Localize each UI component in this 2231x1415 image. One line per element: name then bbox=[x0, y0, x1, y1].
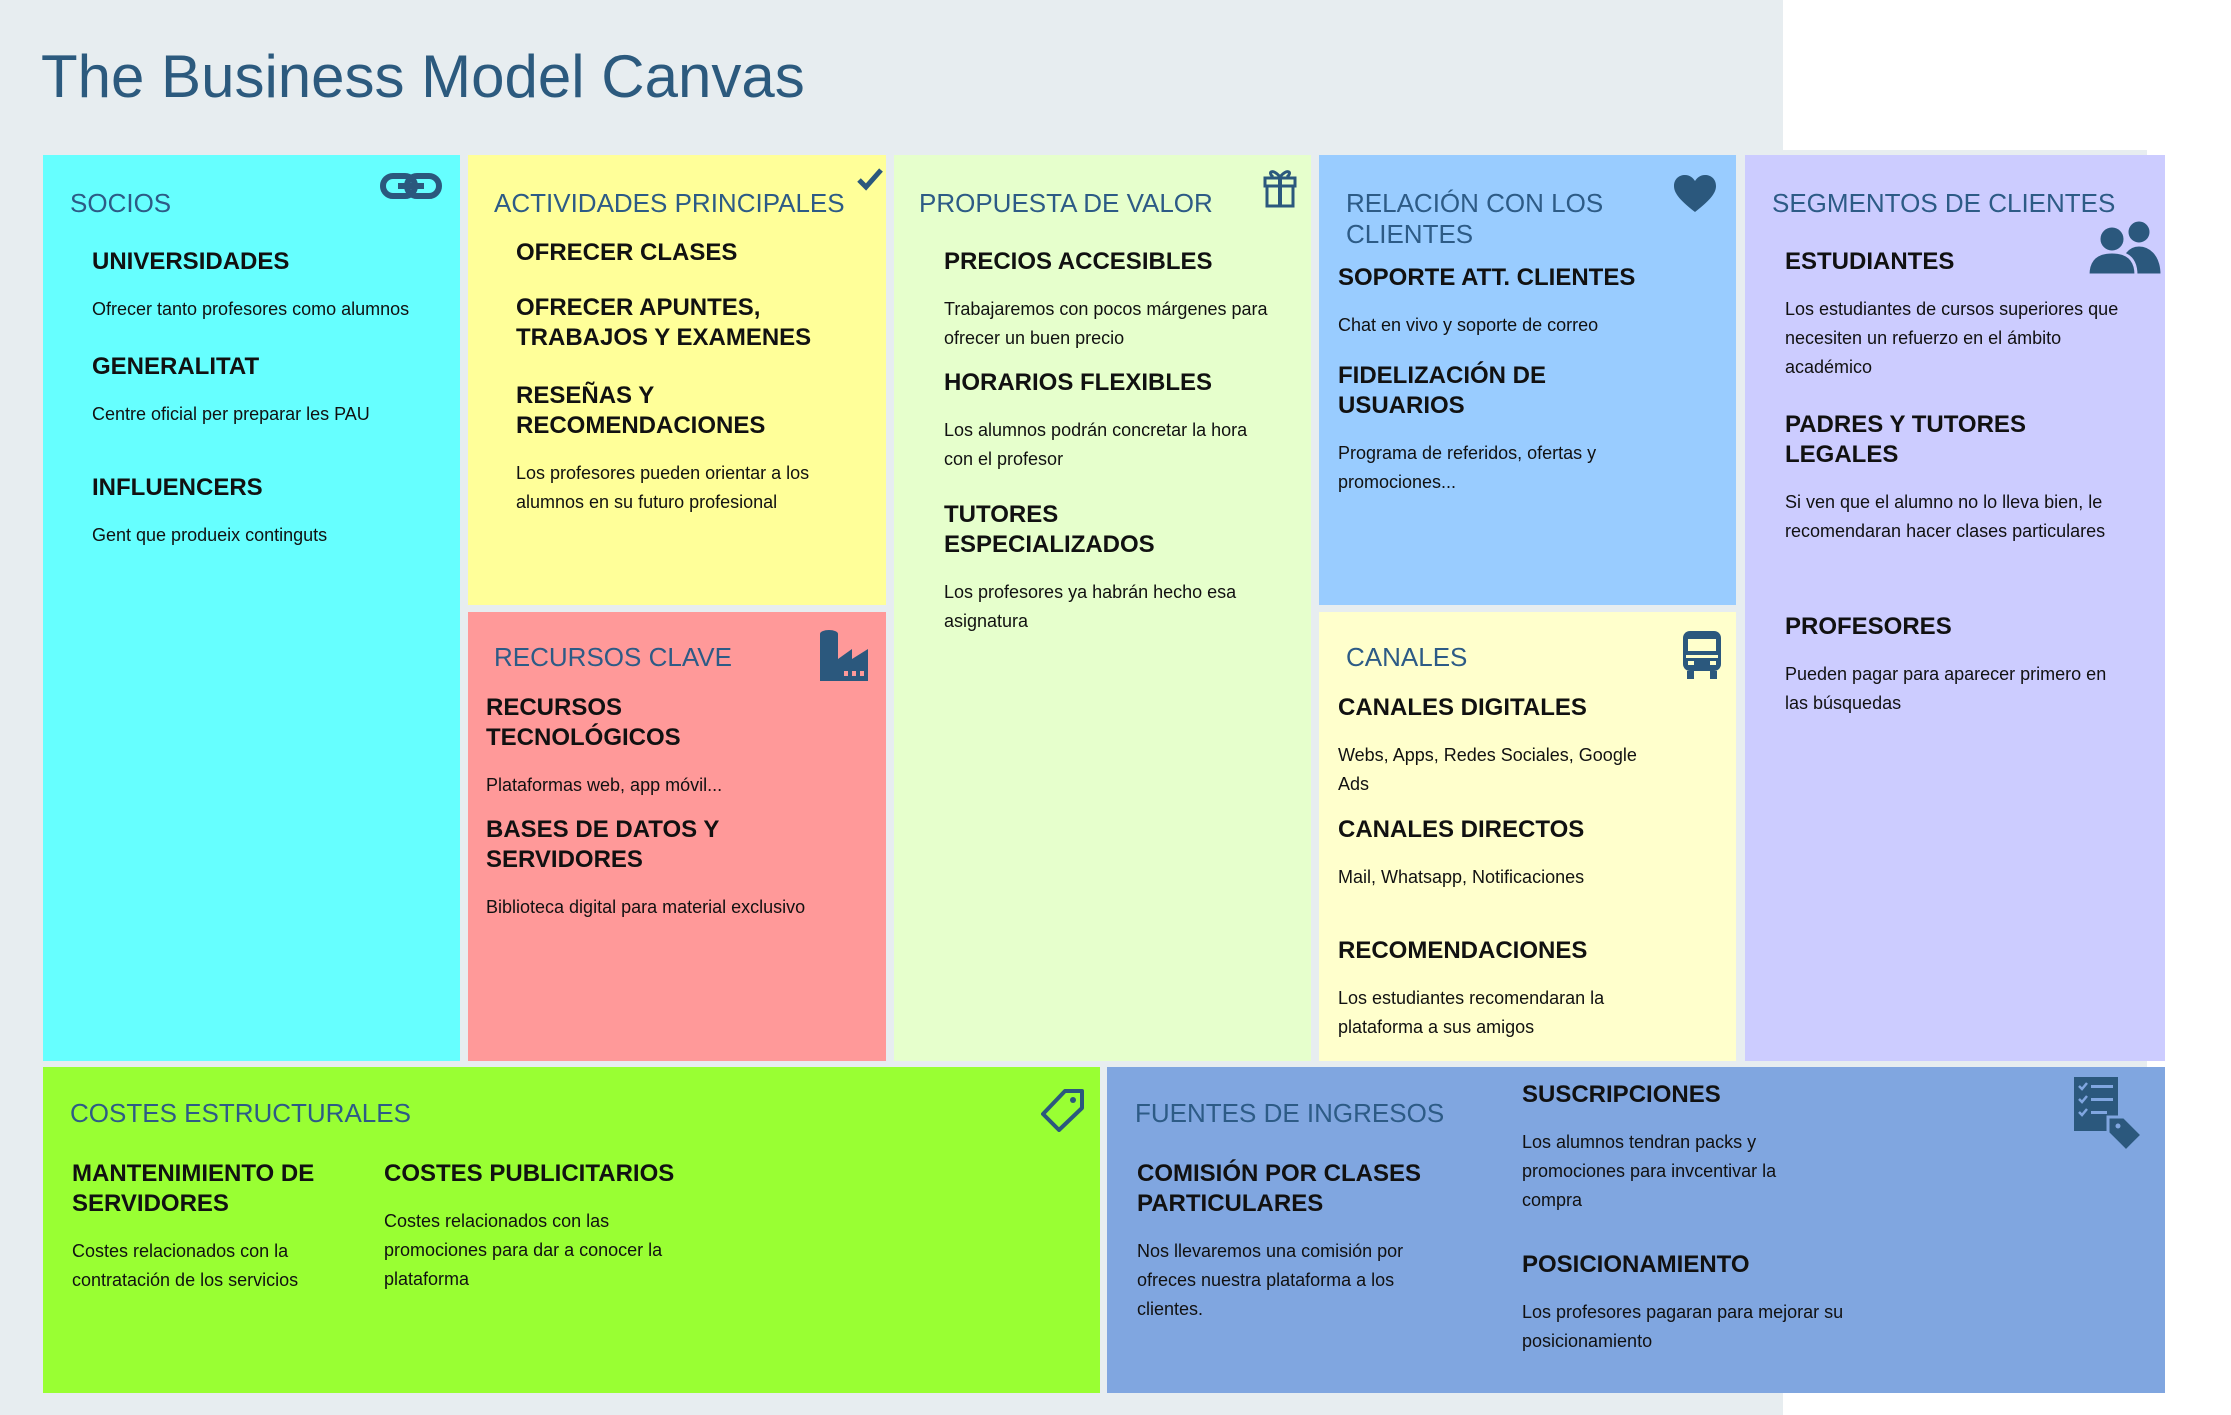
item-heading: RESEÑAS Y RECOMENDACIONES bbox=[516, 382, 766, 439]
item-heading: POSICIONAMIENTO bbox=[1522, 1251, 1750, 1278]
item-text: Los profesores ya habrán hecho esa asign… bbox=[944, 582, 1237, 631]
block-segmentos: SEGMENTOS DE CLIENTES ESTUDIANTES Los es… bbox=[1745, 155, 2165, 1061]
item-heading: MANTENIMIENTO DE SERVIDORES bbox=[72, 1160, 315, 1217]
item-text: Nos llevaremos una comisión por ofreces … bbox=[1137, 1241, 1404, 1319]
actividades-item-1: OFRECER CLASES bbox=[516, 238, 866, 286]
canales-item-3: RECOMENDACIONES Los estudiantes recomend… bbox=[1338, 936, 1678, 1042]
price-list-icon bbox=[2074, 1077, 2144, 1151]
block-recursos: RECURSOS CLAVE RECURSOS TECNOLÓGICOS Pla… bbox=[468, 612, 886, 1061]
item-text: Plataformas web, app móvil... bbox=[486, 775, 723, 795]
actividades-item-2: OFRECER APUNTES, TRABAJOS Y EXAMENES bbox=[516, 293, 846, 371]
block-fuentes: FUENTES DE INGRESOS COMISIÓN POR CLASES … bbox=[1107, 1067, 2165, 1393]
item-heading: PROFESORES bbox=[1785, 613, 1952, 640]
segmentos-item-2: PADRES Y TUTORES LEGALES Si ven que el a… bbox=[1785, 410, 2125, 546]
item-text: Centre oficial per preparar les PAU bbox=[92, 404, 370, 424]
item-text: Los alumnos tendran packs y promociones … bbox=[1522, 1132, 1777, 1210]
block-title: FUENTES DE INGRESOS bbox=[1135, 1098, 1445, 1128]
segmentos-item-1: ESTUDIANTES Los estudiantes de cursos su… bbox=[1785, 247, 2125, 382]
factory-icon bbox=[820, 630, 868, 681]
item-text: Los profesores pagaran para mejorar su p… bbox=[1522, 1302, 1844, 1351]
relacion-item-1: SOPORTE ATT. CLIENTES Chat en vivo y sop… bbox=[1338, 263, 1678, 340]
item-heading: TUTORES ESPECIALIZADOS bbox=[944, 501, 1155, 558]
heart-icon bbox=[1674, 175, 1716, 212]
relacion-item-2: FIDELIZACIÓN DE USUARIOS Programa de ref… bbox=[1338, 361, 1638, 497]
item-heading: OFRECER CLASES bbox=[516, 239, 738, 266]
truck-icon bbox=[1683, 631, 1721, 679]
item-text: Programa de referidos, ofertas y promoci… bbox=[1338, 443, 1597, 492]
item-text: Los estudiantes recomendaran la platafor… bbox=[1338, 988, 1605, 1037]
block-title: RECURSOS CLAVE bbox=[494, 642, 732, 672]
item-heading: PRECIOS ACCESIBLES bbox=[944, 248, 1213, 275]
block-title: RELACIÓN CON LOS CLIENTES bbox=[1346, 188, 1604, 249]
costes-item-1: MANTENIMIENTO DE SERVIDORES Costes relac… bbox=[72, 1159, 342, 1295]
socios-item-1: UNIVERSIDADES Ofrecer tanto profesores c… bbox=[92, 247, 442, 324]
block-title: PROPUESTA DE VALOR bbox=[919, 188, 1213, 218]
socios-item-2: GENERALITAT Centre oficial per preparar … bbox=[92, 352, 442, 429]
item-heading: COMISIÓN POR CLASES PARTICULARES bbox=[1137, 1160, 1422, 1217]
block-title: CANALES bbox=[1346, 642, 1468, 672]
item-heading: OFRECER APUNTES, TRABAJOS Y EXAMENES bbox=[516, 294, 812, 351]
item-heading: UNIVERSIDADES bbox=[92, 248, 290, 275]
item-text: Costes relacionados con la contratación … bbox=[72, 1241, 299, 1290]
item-text: Webs, Apps, Redes Sociales, Google Ads bbox=[1338, 745, 1637, 794]
item-heading: BASES DE DATOS Y SERVIDORES bbox=[486, 816, 719, 873]
propuesta-item-1: PRECIOS ACCESIBLES Trabajaremos con poco… bbox=[944, 247, 1274, 353]
block-title: SEGMENTOS DE CLIENTES bbox=[1772, 188, 2116, 218]
item-text: Si ven que el alumno no lo lleva bien, l… bbox=[1785, 492, 2106, 541]
item-heading: RECOMENDACIONES bbox=[1338, 937, 1588, 964]
item-text: Ofrecer tanto profesores como alumnos bbox=[92, 299, 410, 319]
item-text: Los profesores pueden orientar a los alu… bbox=[516, 463, 810, 512]
item-heading: SOPORTE ATT. CLIENTES bbox=[1338, 264, 1636, 291]
block-title: COSTES ESTRUCTURALES bbox=[70, 1098, 411, 1128]
block-canales: CANALES CANALES DIGITALES Webs, Apps, Re… bbox=[1319, 612, 1736, 1061]
block-propuesta: PROPUESTA DE VALOR PRECIOS ACCESIBLES Tr… bbox=[894, 155, 1311, 1061]
item-text: Chat en vivo y soporte de correo bbox=[1338, 315, 1599, 335]
propuesta-item-3: TUTORES ESPECIALIZADOS Los profesores ya… bbox=[944, 500, 1274, 636]
item-heading: PADRES Y TUTORES LEGALES bbox=[1785, 411, 2026, 468]
costes-item-2: COSTES PUBLICITARIOS Costes relacionados… bbox=[384, 1159, 684, 1294]
item-heading: FIDELIZACIÓN DE USUARIOS bbox=[1338, 362, 1546, 419]
fuentes-item-3: POSICIONAMIENTO Los profesores pagaran p… bbox=[1522, 1250, 1852, 1356]
item-heading: HORARIOS FLEXIBLES bbox=[944, 369, 1213, 396]
propuesta-item-2: HORARIOS FLEXIBLES Los alumnos podrán co… bbox=[944, 368, 1274, 474]
item-heading: RECURSOS TECNOLÓGICOS bbox=[486, 694, 681, 751]
item-text: Costes relacionados con las promociones … bbox=[384, 1211, 663, 1289]
link-icon bbox=[380, 173, 442, 199]
block-title: SOCIOS bbox=[70, 188, 172, 218]
item-heading: INFLUENCERS bbox=[92, 474, 263, 501]
socios-item-3: INFLUENCERS Gent que produeix continguts bbox=[92, 473, 442, 550]
block-actividades: ACTIVIDADES PRINCIPALES OFRECER CLASES O… bbox=[468, 155, 886, 605]
block-title: ACTIVIDADES PRINCIPALES bbox=[494, 188, 845, 218]
canales-item-2: CANALES DIRECTOS Mail, Whatsapp, Notific… bbox=[1338, 815, 1678, 892]
item-heading: COSTES PUBLICITARIOS bbox=[384, 1160, 675, 1187]
item-heading: ESTUDIANTES bbox=[1785, 248, 1955, 275]
item-text: Gent que produeix continguts bbox=[92, 525, 328, 545]
recursos-item-1: RECURSOS TECNOLÓGICOS Plataformas web, a… bbox=[486, 693, 806, 800]
block-socios: SOCIOS UNIVERSIDADES Ofrecer tanto profe… bbox=[43, 155, 460, 1061]
item-text: Trabajaremos con pocos márgenes para ofr… bbox=[944, 299, 1268, 348]
item-text: Los estudiantes de cursos superiores que… bbox=[1785, 299, 2119, 377]
item-heading: GENERALITAT bbox=[92, 353, 260, 380]
segmentos-item-3: PROFESORES Pueden pagar para aparecer pr… bbox=[1785, 612, 2125, 718]
item-text: Pueden pagar para aparecer primero en la… bbox=[1785, 664, 2107, 713]
price-tag-icon bbox=[1041, 1089, 1084, 1132]
fuentes-item-2: SUSCRIPCIONES Los alumnos tendran packs … bbox=[1522, 1080, 1822, 1215]
checkmark-icon bbox=[857, 168, 883, 191]
users-icon bbox=[2087, 218, 2164, 275]
item-text: Biblioteca digital para material exclusi… bbox=[486, 897, 806, 917]
item-text: Los alumnos podrán concretar la hora con… bbox=[944, 420, 1248, 469]
gift-icon bbox=[1263, 170, 1297, 208]
block-costes: COSTES ESTRUCTURALES MANTENIMIENTO DE SE… bbox=[43, 1067, 1100, 1393]
recursos-item-2: BASES DE DATOS Y SERVIDORES Biblioteca d… bbox=[486, 815, 806, 922]
item-text: Mail, Whatsapp, Notificaciones bbox=[1338, 867, 1585, 887]
item-heading: CANALES DIRECTOS bbox=[1338, 816, 1585, 843]
item-heading: CANALES DIGITALES bbox=[1338, 694, 1587, 721]
block-relacion: RELACIÓN CON LOS CLIENTES SOPORTE ATT. C… bbox=[1319, 155, 1736, 605]
item-heading: SUSCRIPCIONES bbox=[1522, 1081, 1721, 1108]
canales-item-1: CANALES DIGITALES Webs, Apps, Redes Soci… bbox=[1338, 693, 1658, 799]
actividades-item-3: RESEÑAS Y RECOMENDACIONES Los profesores… bbox=[516, 381, 836, 517]
fuentes-item-1: COMISIÓN POR CLASES PARTICULARES Nos lle… bbox=[1137, 1159, 1437, 1324]
page-title: The Business Model Canvas bbox=[41, 43, 805, 110]
